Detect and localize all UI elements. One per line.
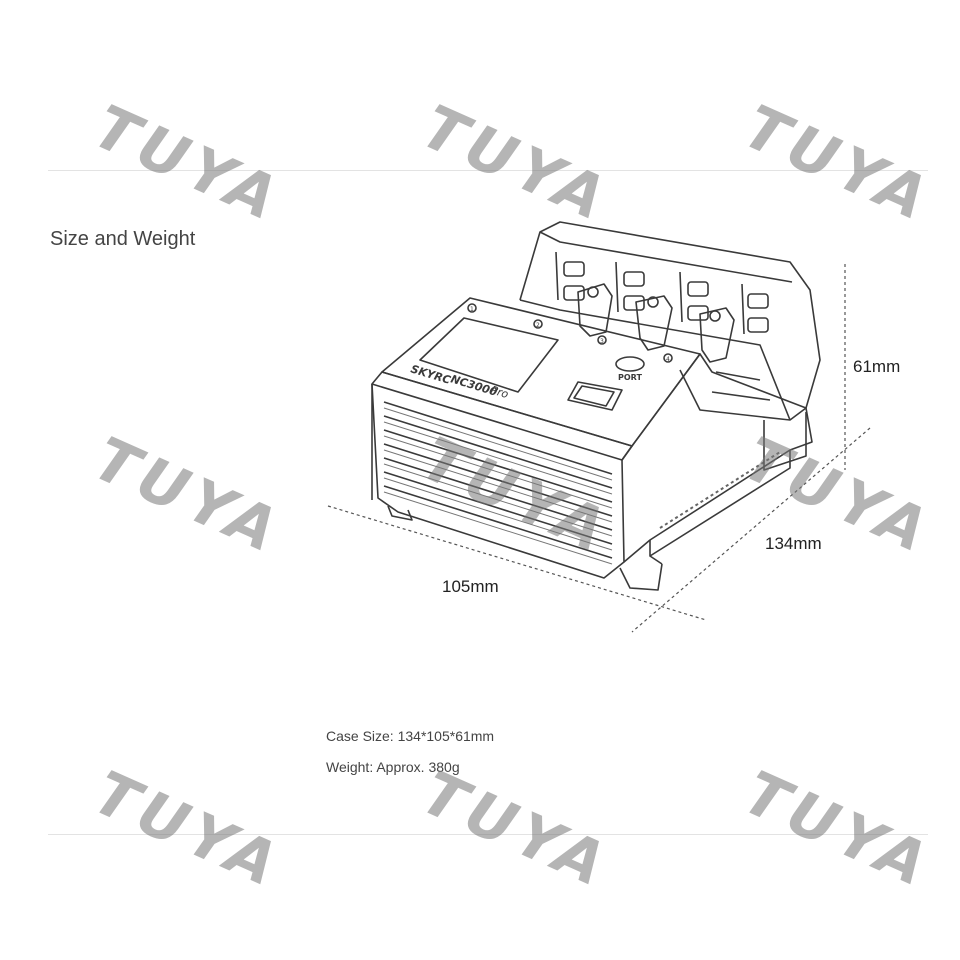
slot-number-4: 4 (666, 356, 670, 363)
weight-spec: Weight: Approx. 380g (326, 759, 460, 775)
width-guide-line (327, 505, 707, 621)
model-suffix: Pro (489, 383, 510, 401)
bottom-divider (48, 834, 928, 835)
slot-number-3: 3 (600, 338, 604, 345)
front-grille (371, 383, 625, 579)
brand-logo: SKYRC (409, 362, 452, 386)
top-divider (48, 170, 928, 171)
slot-number-2: 2 (536, 322, 540, 329)
port-label: PORT (618, 373, 642, 382)
battery-tray (519, 221, 821, 421)
width-dimension: 105mm (442, 577, 499, 596)
depth-dimension: 134mm (765, 534, 822, 553)
case-size-spec: Case Size: 134*105*61mm (326, 728, 495, 744)
height-dimension: 61mm (853, 357, 901, 376)
section-title: Size and Weight (50, 228, 196, 250)
housing-side (387, 353, 813, 591)
depth-guide-line (631, 427, 871, 633)
slot-number-1: 1 (470, 306, 474, 313)
